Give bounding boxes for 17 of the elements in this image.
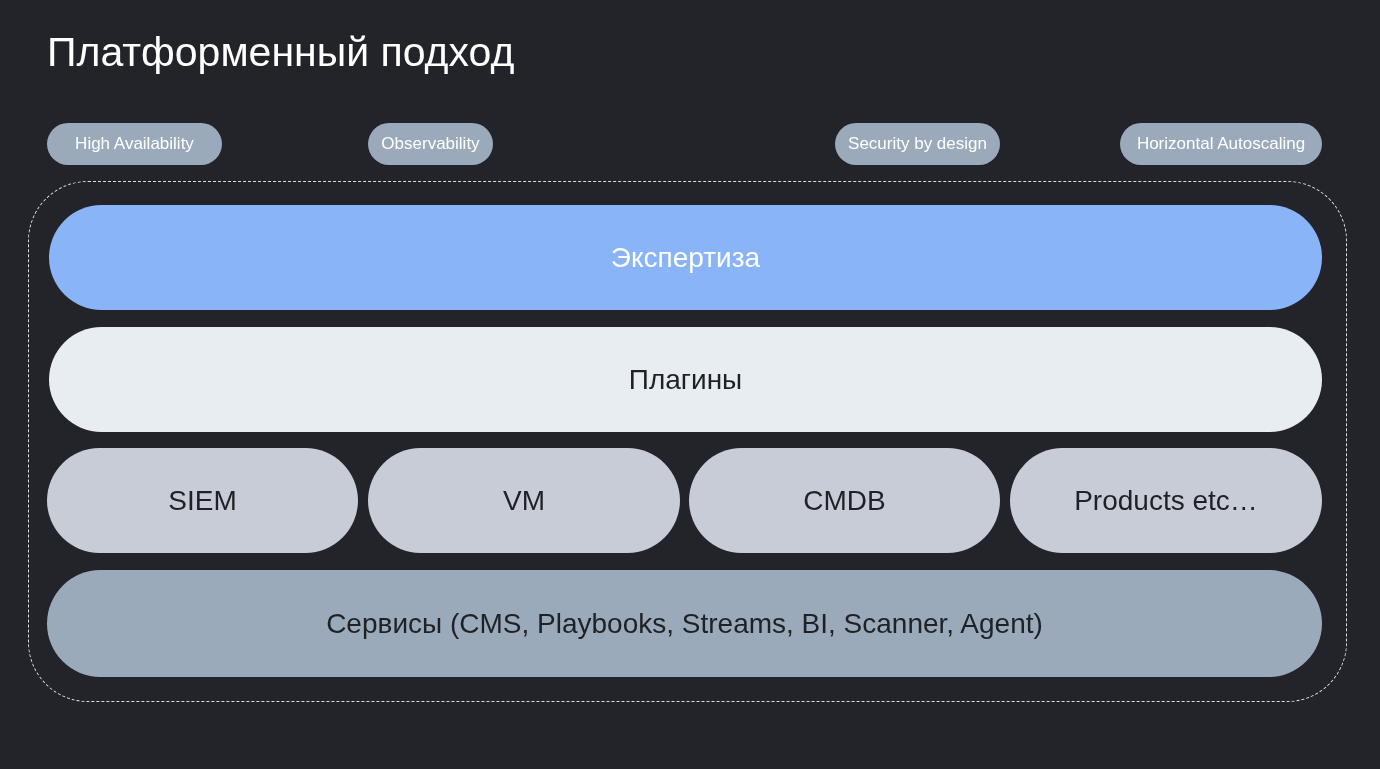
attribute-label: Security by design [848, 134, 987, 154]
platform-boundary [28, 181, 1347, 702]
attribute-pill [835, 123, 1000, 165]
attribute-pill [47, 123, 222, 165]
attribute-label: High Availability [75, 134, 194, 154]
layer-label: Плагины [628, 363, 743, 396]
module-label: Products etc… [1074, 484, 1258, 517]
module-label: SIEM [168, 484, 237, 517]
attribute-pill [1120, 123, 1322, 165]
layer-label: Сервисы (CMS, Playbooks, Streams, BI, Scanner, Agent) [326, 607, 1043, 640]
slide-title: Платформенный подход [47, 28, 515, 76]
attribute-pill [368, 123, 493, 165]
layer-label: Экспертиза [610, 241, 761, 274]
module-label: CMDB [803, 484, 886, 517]
module-label: VM [503, 484, 545, 517]
attribute-label: Observability [381, 134, 480, 154]
attribute-label: Horizontal Autoscaling [1136, 134, 1306, 154]
